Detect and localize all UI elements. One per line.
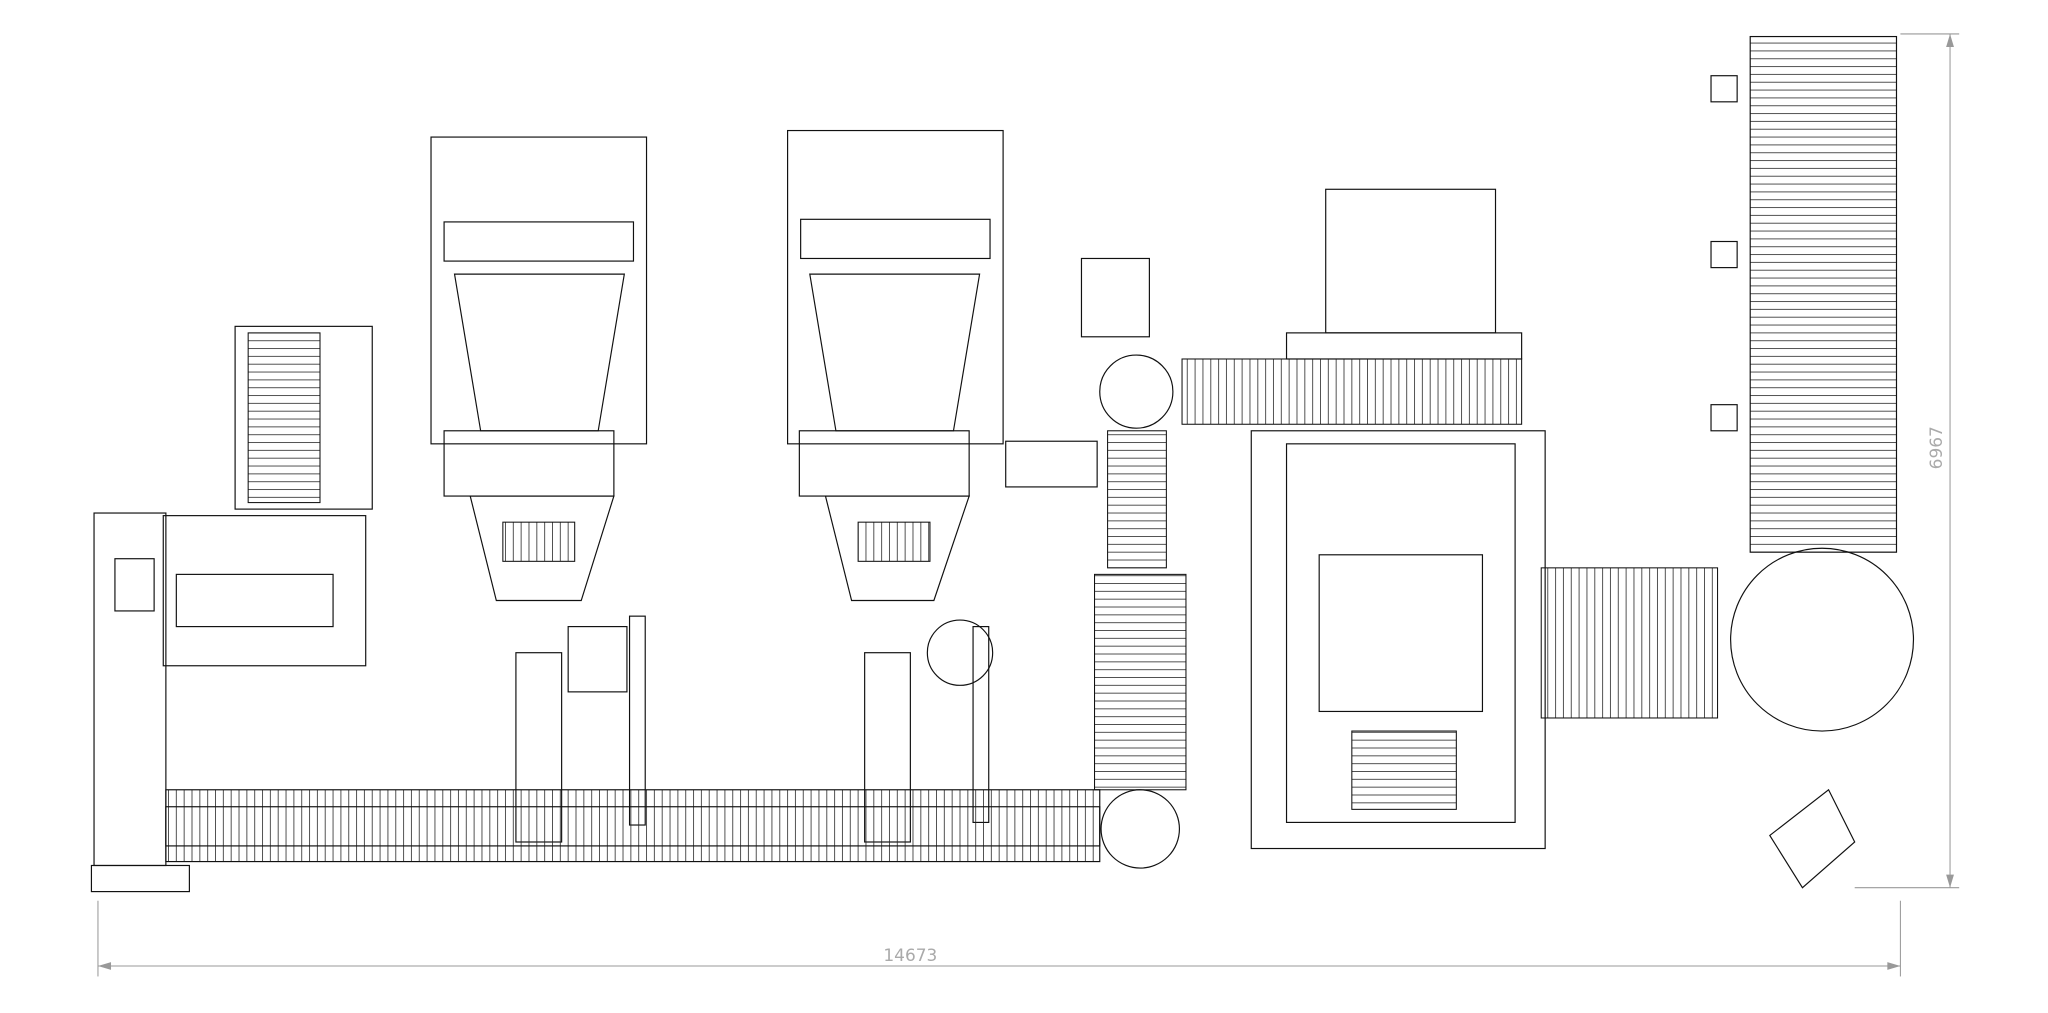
bottom-conveyor — [165, 789, 1101, 863]
vertical-conveyor — [1005, 257, 1523, 869]
dimension-horizontal — [97, 900, 1901, 977]
height-dimension-label: 6967 — [1927, 426, 1947, 469]
bag-placer-machine — [90, 325, 373, 893]
pallet-conveyor — [1540, 35, 1915, 889]
filling-machine-1 — [430, 136, 648, 843]
dimension-vertical — [1854, 33, 1960, 889]
length-dimension-label: 14673 — [883, 946, 937, 966]
palletizer — [1250, 188, 1546, 850]
filling-machine-2 — [787, 129, 1004, 843]
